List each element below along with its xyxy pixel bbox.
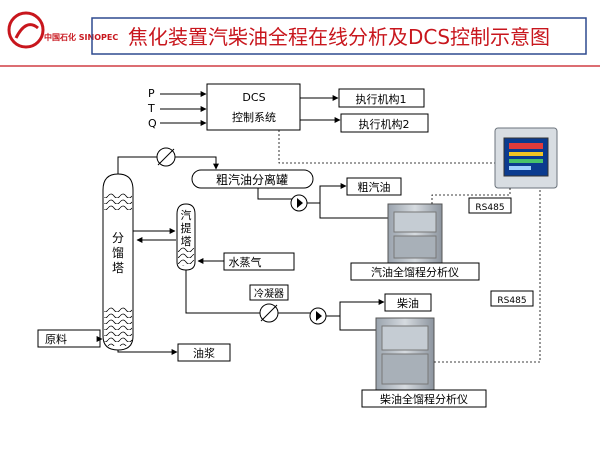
- stripper-tower: 汽 提 塔: [176, 203, 196, 271]
- sinopec-logo: 中国石化 SINOPEC: [7, 11, 118, 49]
- slurry-product: 油浆: [177, 343, 231, 362]
- separator-drum: 粗汽油分离罐: [191, 169, 314, 189]
- diesel-analyzer-cabinet: [375, 317, 435, 391]
- fractionator-label-1: 分: [112, 231, 124, 245]
- steam-input: 水蒸气: [223, 252, 295, 271]
- crude-gasoline-label: 粗汽油: [358, 180, 391, 194]
- actuator-1-label: 执行机构1: [356, 92, 407, 106]
- input-t-label: T: [147, 102, 155, 115]
- slurry-label: 油浆: [193, 346, 215, 360]
- dcs-label: DCS: [242, 91, 265, 104]
- separator-label: 粗汽油分离罐: [216, 172, 288, 187]
- dcs-control-system: DCS 控制系统: [206, 83, 341, 131]
- gasoline-analyzer-cabinet: [387, 203, 443, 265]
- rs485-bottom-label: RS485: [497, 296, 526, 306]
- fractionator-label-3: 塔: [112, 261, 124, 275]
- header: 中国石化 SINOPEC 焦化装置汽柴油全程在线分析及DCS控制示意图: [0, 11, 600, 67]
- crude-gasoline-product: 粗汽油: [346, 177, 402, 196]
- feed-input: 原料: [37, 329, 101, 348]
- dcs-dashed-link: [278, 130, 496, 164]
- svg-text:汽: 汽: [181, 208, 192, 222]
- page-title: 焦化装置汽柴油全程在线分析及DCS控制示意图: [128, 25, 550, 49]
- actuator-1: 执行机构1: [338, 88, 425, 108]
- svg-text:塔: 塔: [181, 235, 192, 248]
- monitor-display: [494, 127, 558, 189]
- rs485-top: RS485: [468, 197, 512, 214]
- diesel-analyzer: 柴油全馏程分析仪: [361, 389, 487, 408]
- steam-label: 水蒸气: [229, 255, 262, 269]
- rs485-bottom: RS485: [490, 290, 534, 307]
- input-p-label: P: [148, 87, 155, 100]
- cooler-label-box: 冷凝器: [249, 284, 289, 301]
- actuator-2-label: 执行机构2: [359, 117, 410, 131]
- fractionator-label-2: 馏: [112, 246, 124, 260]
- actuator-2: 执行机构2: [340, 113, 429, 133]
- feed-label: 原料: [45, 332, 67, 346]
- input-q-label: Q: [148, 117, 157, 130]
- rs485-top-label: RS485: [475, 203, 504, 213]
- diesel-product: 柴油: [384, 293, 432, 312]
- svg-text:提: 提: [181, 222, 192, 235]
- title-frame: [91, 17, 587, 55]
- diesel-label: 柴油: [397, 296, 419, 310]
- diesel-analyzer-label: 柴油全馏程分析仪: [380, 392, 468, 406]
- fractionator-tower: 分 馏 塔: [102, 173, 134, 351]
- logo-text: 中国石化 SINOPEC: [44, 32, 118, 42]
- gasoline-analyzer-label: 汽油全馏程分析仪: [371, 265, 459, 279]
- process-inputs: P T Q: [147, 87, 207, 130]
- dcs-subtitle: 控制系统: [232, 110, 276, 124]
- gasoline-analyzer: 汽油全馏程分析仪: [350, 262, 480, 281]
- cooler-label: 冷凝器: [254, 287, 284, 300]
